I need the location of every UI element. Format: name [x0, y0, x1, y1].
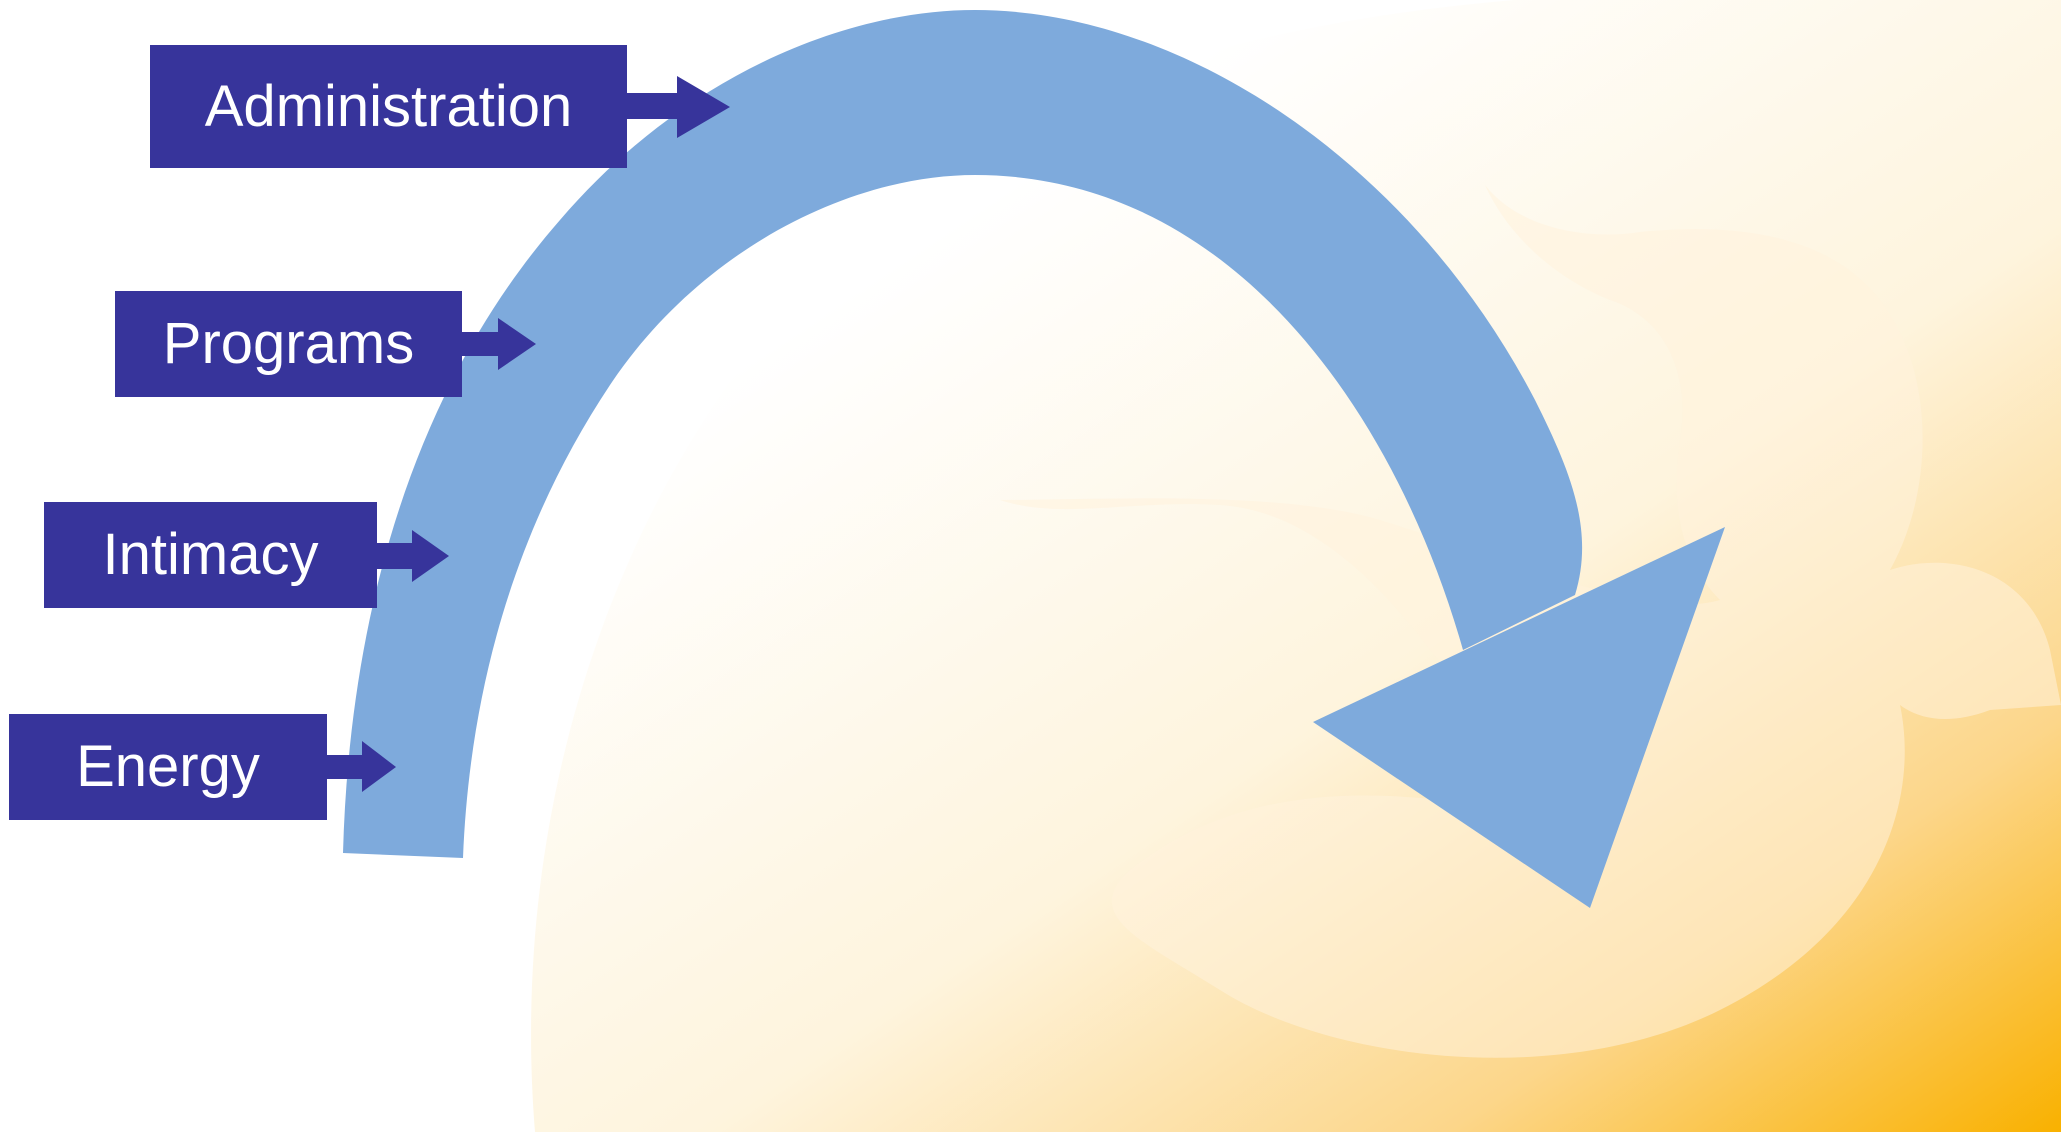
- intimacy-label: Intimacy: [103, 526, 319, 584]
- administration-label: Administration: [205, 78, 572, 136]
- administration-box: Administration: [150, 45, 627, 168]
- energy-label: Energy: [76, 738, 260, 796]
- programs-label: Programs: [163, 315, 414, 373]
- programs-box: Programs: [115, 291, 462, 397]
- intimacy-box: Intimacy: [44, 502, 377, 608]
- energy-box: Energy: [9, 714, 327, 820]
